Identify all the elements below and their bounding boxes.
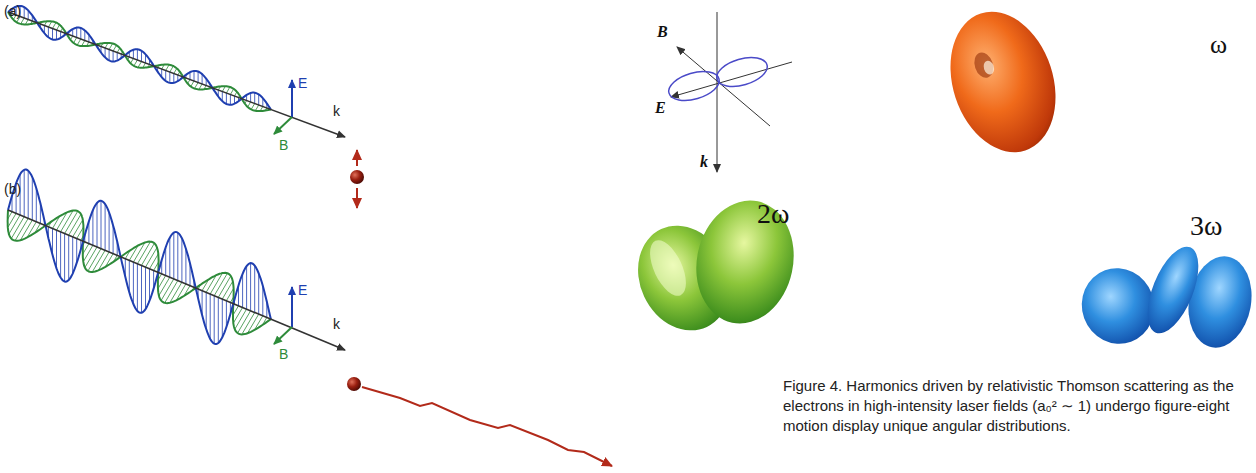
field-label: k	[333, 104, 340, 118]
wave-a	[8, 6, 345, 137]
second-harmonic-lobes	[621, 191, 805, 345]
field-label: B	[279, 138, 288, 152]
field-label: B	[279, 347, 288, 361]
harmonic-label: 3ω	[1190, 212, 1222, 240]
field-label: k	[333, 317, 340, 331]
electron-b	[347, 377, 612, 466]
field-label: E	[298, 283, 307, 297]
axis-label: B	[657, 24, 668, 40]
third-harmonic-lobes	[1071, 240, 1256, 354]
figure-eight-diagram	[665, 12, 792, 172]
axis-label: E	[655, 100, 666, 116]
harmonic-label: 2ω	[757, 200, 789, 228]
harmonic-label: ω	[1210, 32, 1227, 58]
panel-label: (a)	[4, 4, 21, 18]
wave-b	[8, 170, 345, 350]
fundamental-lobe	[933, 0, 1073, 166]
electron-a	[350, 150, 364, 208]
axis-label: k	[700, 154, 708, 170]
panel-label: (b)	[4, 182, 21, 196]
figure-caption: Figure 4. Harmonics driven by relativist…	[783, 376, 1249, 436]
field-label: E	[298, 76, 307, 90]
